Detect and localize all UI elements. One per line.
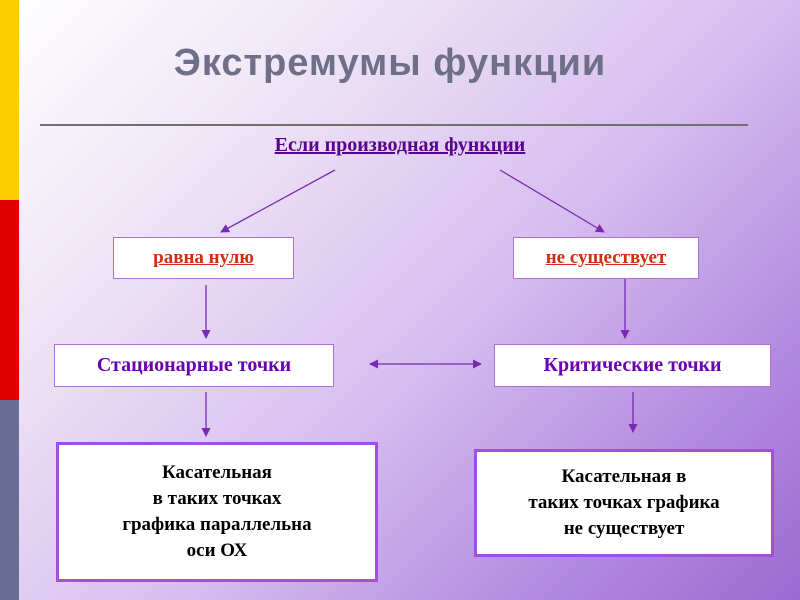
condition-box-zero: равна нулю (113, 237, 294, 279)
tangent-parallel-box: Касательная в таких точках графика парал… (56, 442, 378, 582)
critical-points-box: Критические точки (494, 344, 771, 387)
sidebar-stripes (0, 0, 19, 600)
sidebar-stripe-yellow (0, 0, 19, 200)
arrow-root-to-none (499, 169, 605, 233)
title-divider (40, 124, 748, 126)
sidebar-stripe-red (0, 200, 19, 400)
sidebar-stripe-slate (0, 400, 19, 600)
stationary-points-box: Стационарные точки (54, 344, 334, 387)
tangent-not-exists-box: Касательная в таких точках графика не су… (474, 449, 774, 557)
slide-title: Экстремумы функции (173, 42, 607, 84)
arrow-root-to-zero (220, 169, 336, 233)
diagram-root-label: Если производная функции (274, 134, 526, 156)
condition-box-not-exists: не существует (513, 237, 699, 279)
